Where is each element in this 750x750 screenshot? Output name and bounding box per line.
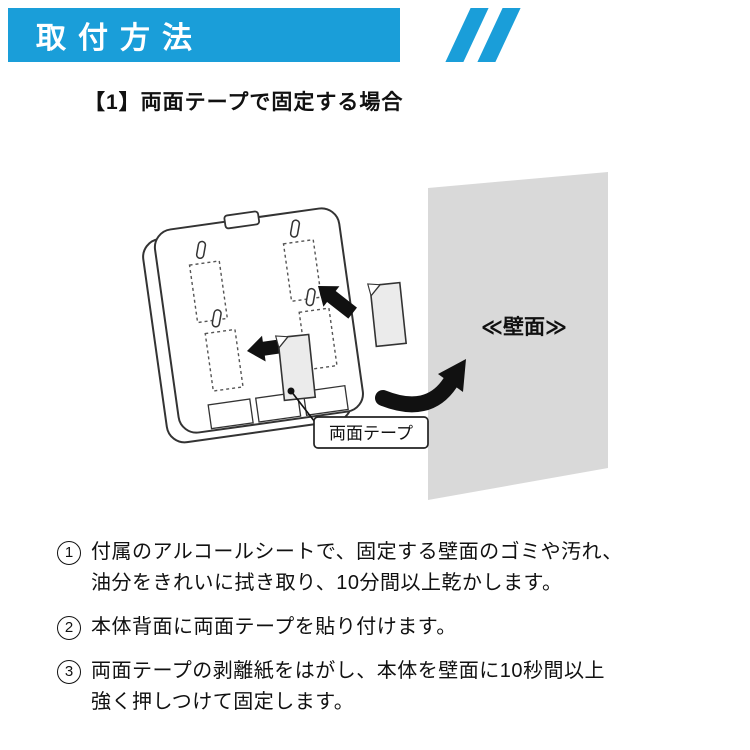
device-top-clip [223,210,261,230]
page-title: 取付方法 [36,22,204,55]
step-text-2: 本体背面に両面テープを貼り付けます。 [91,616,457,638]
wall-panel [428,172,608,500]
step-number-3: 3 [57,660,81,684]
curved-arrow-to-wall [375,359,466,413]
device-back [142,207,364,444]
instruction-step-2: 2 本体背面に両面テープを貼り付けます。 [57,612,705,643]
tape-piece-applied [274,333,317,402]
step-number-1: 1 [57,541,81,565]
arrow-to-upper-position-icon [318,286,357,319]
instruction-step-3: 3 両面テープの剥離紙をはがし、本体を壁面に10秒間以上 強く押しつけて固定しま… [57,656,705,718]
step-text-1: 付属のアルコールシートで、固定する壁面のゴミや汚れ、 油分をきれいに拭き取り、1… [91,541,623,594]
instruction-step-1: 1 付属のアルコールシートで、固定する壁面のゴミや汚れ、 油分をきれいに拭き取り… [57,537,705,599]
wall-label: ≪壁面≫ [481,316,567,339]
keyhole-slots [195,219,316,328]
step-text-3: 両面テープの剥離紙をはがし、本体を壁面に10秒間以上 強く押しつけて固定します。 [91,660,606,713]
installation-diagram: ≪壁面≫ [142,172,608,500]
tape-label: 両面テープ [329,424,413,443]
step-number-2: 2 [57,616,81,640]
tape-label-box [313,416,429,449]
instruction-list: 1 付属のアルコールシートで、固定する壁面のゴミや汚れ、 油分をきれいに拭き取り… [57,537,705,731]
tape-piece-floating [367,281,408,348]
tape-callout: 両面テープ [287,387,429,449]
section-title: 【1】両面テープで固定する場合 [84,91,404,114]
header-banner: 取付方法 [8,8,400,62]
